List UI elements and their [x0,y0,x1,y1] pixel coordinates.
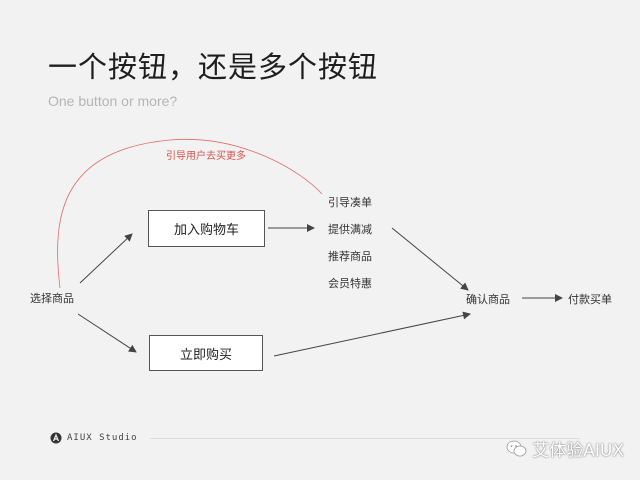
watermark: 艾体验AIUX [506,436,624,461]
upsell-option: 会员特惠 [328,277,372,290]
brand-name: AIUX Studio [67,433,138,443]
footer-divider [150,438,580,439]
arrow-start-to-buy [77,313,137,353]
node-add-to-cart: 加入购物车 [148,210,265,247]
node-buy-now: 立即购买 [149,335,263,371]
arrow-buy-to-confirm [273,311,471,357]
node-add-to-cart-label: 加入购物车 [173,223,239,238]
node-buy-now-label: 立即购买 [179,347,232,363]
upsell-note: 引导用户去买更多 [166,151,246,162]
node-start: 选择商品 [30,292,74,305]
upsell-option: 推荐商品 [328,250,372,263]
arrow-upsell-to-confirm [391,227,469,291]
brand: AIUX Studio [50,432,138,444]
node-confirm: 确认商品 [466,293,510,306]
slide-title: 一个按钮，还是多个按钮 [48,50,379,84]
node-pay: 付款买单 [568,293,612,306]
watermark-text: 艾体验AIUX [532,441,624,461]
upsell-option: 提供满减 [328,223,372,236]
aiux-logo-icon [50,432,62,444]
wechat-icon [506,440,527,456]
arrow-start-to-cart [79,233,133,284]
upsell-curve [57,138,323,289]
slide-subtitle: One button or more? [48,93,178,109]
upsell-option: 引导凑单 [328,196,372,209]
